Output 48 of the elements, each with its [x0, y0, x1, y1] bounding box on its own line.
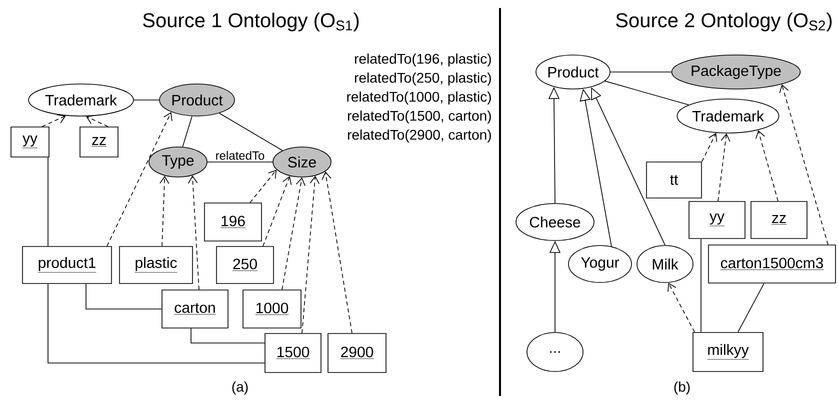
- relation-text: relatedTo(2900, carton): [348, 129, 491, 143]
- instance-box: carton: [162, 290, 228, 328]
- instance-box: 250: [216, 246, 274, 284]
- connector-line: [604, 80, 690, 106]
- instance-box: 196: [204, 202, 262, 242]
- arrow: [702, 132, 718, 162]
- instance-box: milkyy: [692, 332, 764, 372]
- relation-text: relatedTo(250, plastic): [355, 72, 491, 86]
- panel-title: Source 1 Ontology (O$_{S1}$): [143, 12, 359, 32]
- panel-title: Source 2 Ontology (O$_{S2}$): [616, 12, 832, 32]
- relation-text: relatedTo(196, plastic): [355, 53, 491, 67]
- instance-box: yy: [688, 201, 746, 239]
- arrow: [188, 175, 200, 290]
- arrow: [302, 176, 320, 334]
- panel-caption: (b): [674, 381, 690, 395]
- instance-box: product1: [22, 246, 112, 284]
- instance-box: zz: [750, 201, 808, 239]
- arrow: [282, 177, 306, 290]
- arrow: [322, 171, 352, 334]
- arrow: [42, 114, 66, 127]
- arrow: [160, 176, 170, 246]
- connector-line: [86, 284, 162, 310]
- instance-box: yy: [10, 126, 50, 158]
- instance-box: 1000: [242, 290, 302, 328]
- relation-text: relatedTo(1000, plastic): [347, 91, 491, 105]
- arrow: [86, 115, 108, 127]
- arrow: [262, 176, 292, 246]
- panel-caption: (a): [232, 381, 248, 395]
- arrow: [756, 130, 778, 202]
- instance-box: plastic: [119, 246, 193, 284]
- arrow: [250, 170, 277, 203]
- arrow: [718, 133, 730, 202]
- instance-box: 2900: [328, 333, 386, 373]
- arrow: [106, 112, 172, 246]
- instance-box: zz: [80, 126, 118, 158]
- arrow: [668, 282, 695, 332]
- connector-line: [190, 328, 265, 344]
- connector-line: [182, 116, 192, 148]
- connector-line: [700, 238, 702, 332]
- relation-text: relatedTo(1500, carton): [348, 110, 491, 124]
- connector-line: [219, 112, 283, 151]
- connector-line: [738, 283, 764, 332]
- connector-line: [48, 284, 265, 364]
- edge-label: relatedTo: [214, 150, 266, 161]
- instance-box: carton1500cm3: [708, 244, 836, 284]
- instance-box: 1500: [264, 333, 322, 373]
- arrow: [779, 84, 828, 245]
- instance-box: tt: [646, 162, 702, 198]
